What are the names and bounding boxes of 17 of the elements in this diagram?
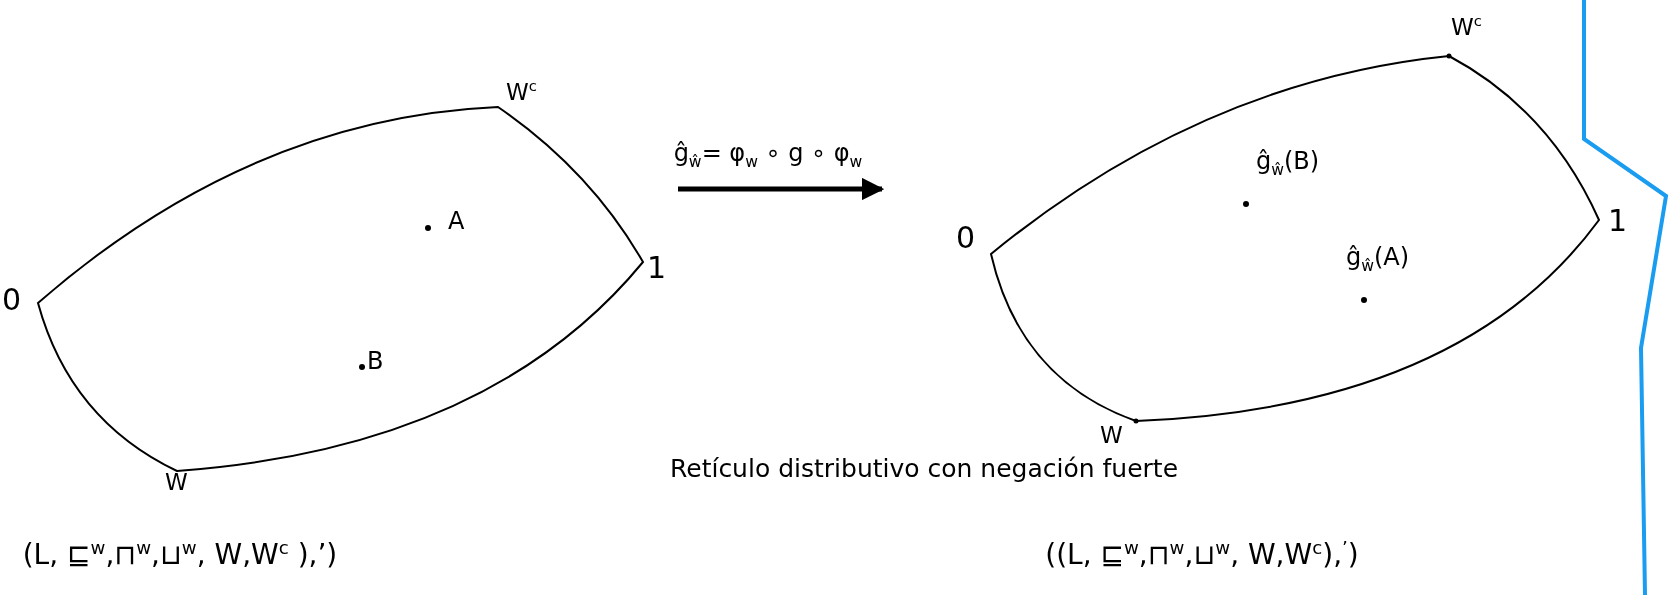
vertex-label: W$^{c}$ [506,80,537,106]
point-label: ĝ$_{ŵ}$(B) [1256,148,1320,175]
vertex-label: W$^{c}$ [1451,15,1482,41]
vertex-label: 0 [956,221,976,254]
point-label: A [448,208,465,235]
tuple-notation: ((L, ⊑$^{w}$,⊓$^{w}$,⊔$^{w}$, W,W$^{c}$),$^{’}$) [1045,540,1359,571]
vertex-label: 0 [2,283,22,316]
vertex-label: 1 [1608,204,1628,237]
tuple-notation: (L, ⊑$^{w}$,⊓$^{w}$,⊔$^{w}$, W,W$^{c}$ ),’) [22,540,338,571]
edge-label: ĝ$_{ŵ}$= φ$_{w}$ ∘ g ∘ φ$_{w}$ [673,140,863,167]
point-label: B [367,348,384,375]
arrow [678,177,885,201]
vertex-label: W [165,470,188,496]
point-label: ĝ$_{ŵ}$(A) [1346,244,1410,271]
vertex-label: W [1100,423,1123,449]
caption-text: Retículo distributivo con negación fuerte [670,455,1179,483]
vertex-label: 1 [647,251,667,284]
